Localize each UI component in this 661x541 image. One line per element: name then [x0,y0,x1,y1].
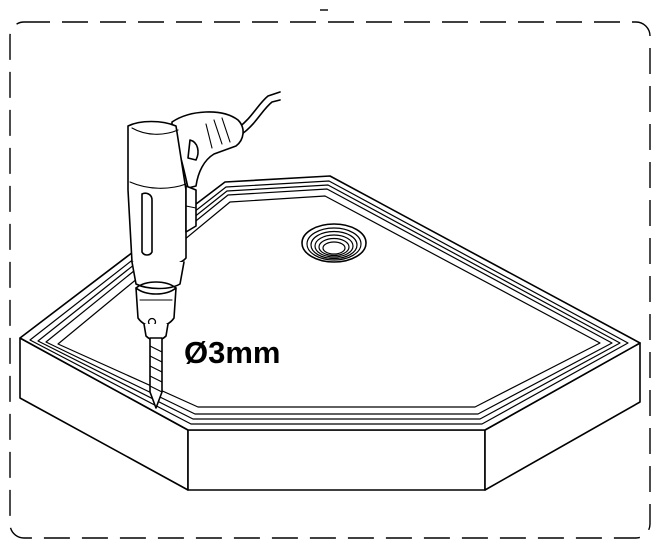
tray-rim-line-2 [37,184,621,420]
drill-trigger [187,139,199,161]
tray-rim-line-3 [45,188,613,415]
drain-icon [301,223,367,263]
tray-floor [57,195,601,408]
drill-bit-size-label: Ø3mm [184,335,281,370]
drill-cord [237,91,281,129]
drill-handle [171,111,244,189]
drill-icon [127,91,281,409]
dashed-frame [9,21,651,539]
drill-switch [141,192,153,256]
tray-side-front [187,429,486,491]
drill-body [127,120,187,268]
tray-rim-line-1 [29,180,629,425]
drill-collar [185,185,197,233]
shower-tray [19,175,641,491]
